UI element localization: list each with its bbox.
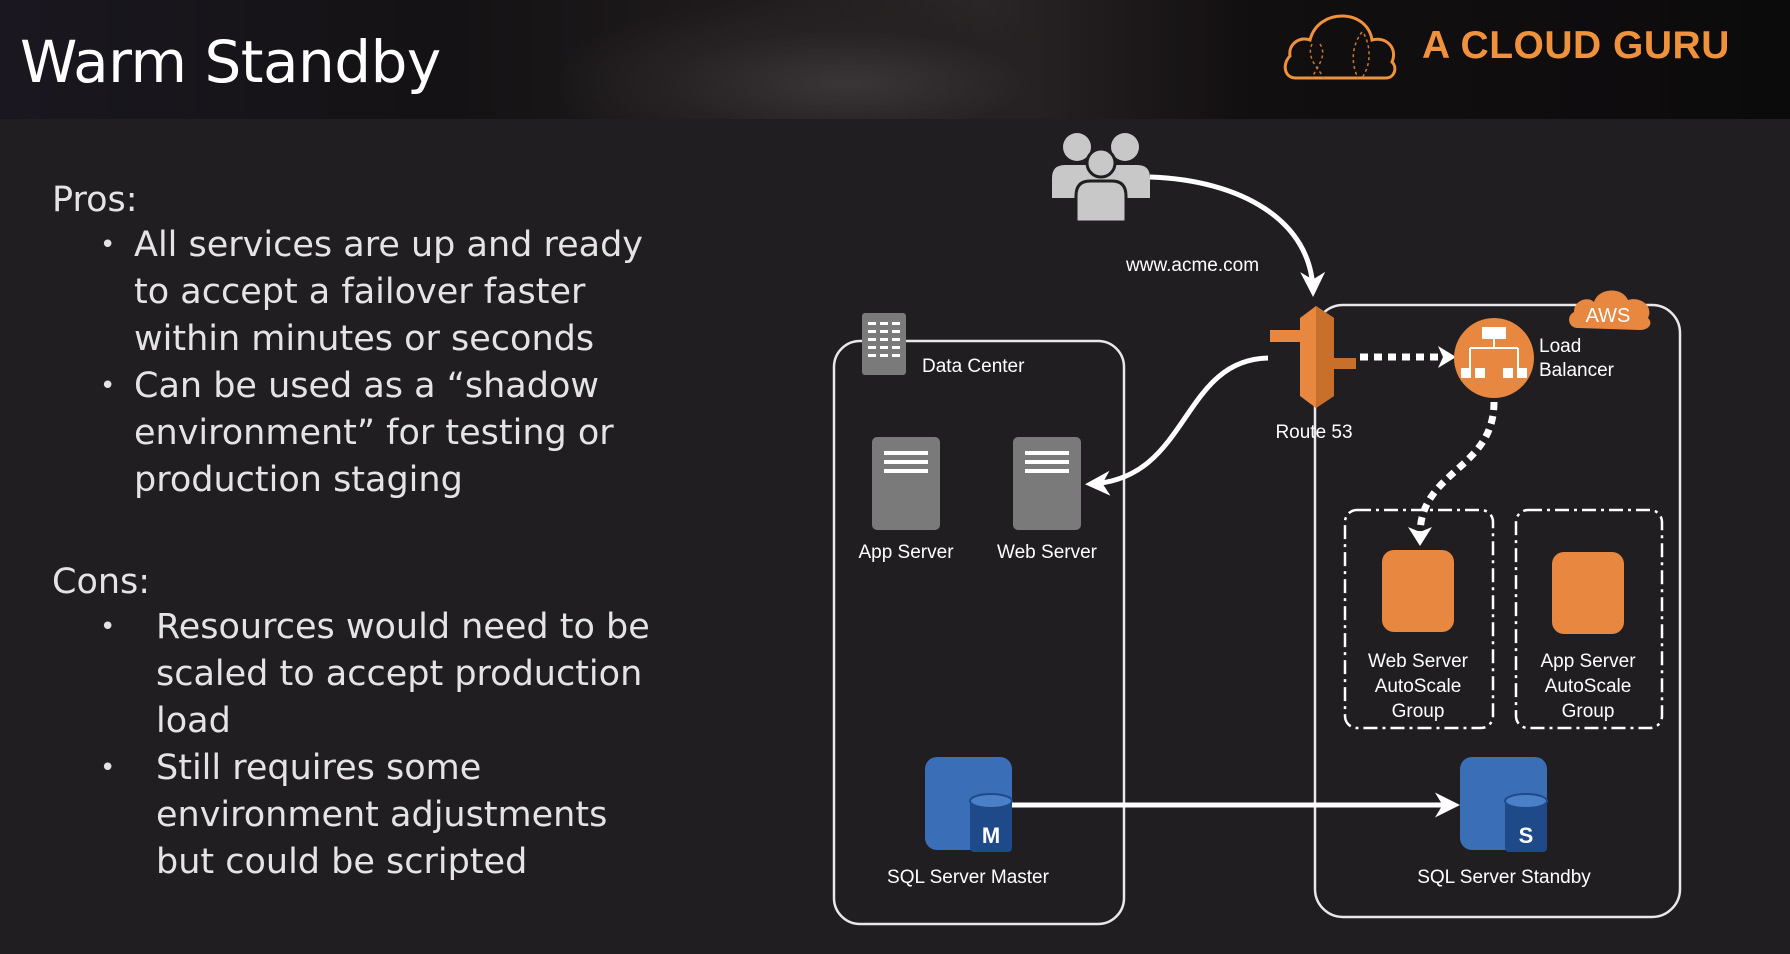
- users-group-icon: [1052, 133, 1150, 224]
- web-asg-label-line1: Web Server: [1368, 651, 1469, 672]
- route53-to-web-server-arrow: [1085, 355, 1269, 496]
- pros-item: •All services are up and ready to accept…: [52, 222, 654, 363]
- slide-title: Warm Standby: [20, 28, 441, 96]
- app-asg-label-line1: App Server: [1540, 651, 1636, 672]
- data-center-label: Data Center: [922, 356, 1025, 377]
- load-balancer-label-line2: Balancer: [1539, 360, 1615, 381]
- sql-master-icon: M: [925, 757, 1013, 852]
- web-server-label: Web Server: [997, 542, 1098, 563]
- web-asg-label-line3: Group: [1392, 701, 1445, 722]
- pros-item: •Can be used as a “shadow environment” f…: [52, 363, 654, 504]
- presenter-video-background: [560, 0, 1040, 119]
- arrowhead-icon: [1438, 346, 1456, 368]
- master-badge: M: [982, 823, 1000, 848]
- web-server-icon: [1013, 437, 1081, 530]
- sql-standby-icon: S: [1460, 757, 1548, 852]
- aws-badge-text: AWS: [1586, 305, 1631, 327]
- app-asg-label-line3: Group: [1562, 701, 1615, 722]
- bullet-icon: •: [100, 371, 116, 401]
- app-server-label: App Server: [858, 542, 954, 563]
- sql-standby-label: SQL Server Standby: [1417, 867, 1591, 888]
- bullet-icon: •: [100, 612, 116, 642]
- cons-list: •Resources would need to be scaled to ac…: [52, 604, 676, 886]
- lb-to-web-asg-dotted-arrow: [1416, 401, 1498, 536]
- cons-item: •Still requires some environment adjustm…: [52, 745, 676, 886]
- domain-label: www.acme.com: [1125, 255, 1259, 276]
- brand-logo: A CLOUD GURU: [1282, 6, 1730, 86]
- web-asg-instance-icon: [1382, 550, 1454, 632]
- pros-list: •All services are up and ready to accept…: [52, 222, 676, 504]
- slide-body-text: Pros: •All services are up and ready to …: [52, 178, 676, 886]
- route53-icon: [1270, 306, 1356, 408]
- aws-cloud-badge: AWS: [1569, 290, 1651, 330]
- app-asg-instance-icon: [1552, 552, 1624, 634]
- users-to-route53-arrow: [1149, 174, 1326, 297]
- web-asg-label-line2: AutoScale: [1375, 676, 1462, 697]
- aws-boundary: [1313, 303, 1682, 919]
- slide-header: [0, 0, 1790, 119]
- load-balancer-icon: [1454, 318, 1534, 398]
- app-asg-boundary: [1514, 508, 1664, 730]
- brand-name: A CLOUD GURU: [1422, 24, 1730, 67]
- data-center-boundary: [832, 339, 1126, 926]
- sql-master-label: SQL Server Master: [887, 867, 1050, 888]
- cloud-logo-icon: [1283, 14, 1397, 80]
- load-balancer-label-line1: Load: [1539, 336, 1581, 357]
- app-server-icon: [872, 437, 940, 530]
- cons-heading: Cons:: [52, 562, 151, 602]
- arrowhead-icon: [1408, 527, 1432, 546]
- cons-item: •Resources would need to be scaled to ac…: [52, 604, 676, 745]
- building-icon: [862, 313, 906, 375]
- route53-label: Route 53: [1275, 422, 1352, 443]
- bullet-icon: •: [100, 753, 116, 783]
- pros-heading: Pros:: [52, 180, 138, 220]
- app-asg-label-line2: AutoScale: [1545, 676, 1632, 697]
- web-asg-boundary: [1343, 508, 1495, 730]
- bullet-icon: •: [100, 230, 116, 260]
- standby-badge: S: [1519, 823, 1534, 848]
